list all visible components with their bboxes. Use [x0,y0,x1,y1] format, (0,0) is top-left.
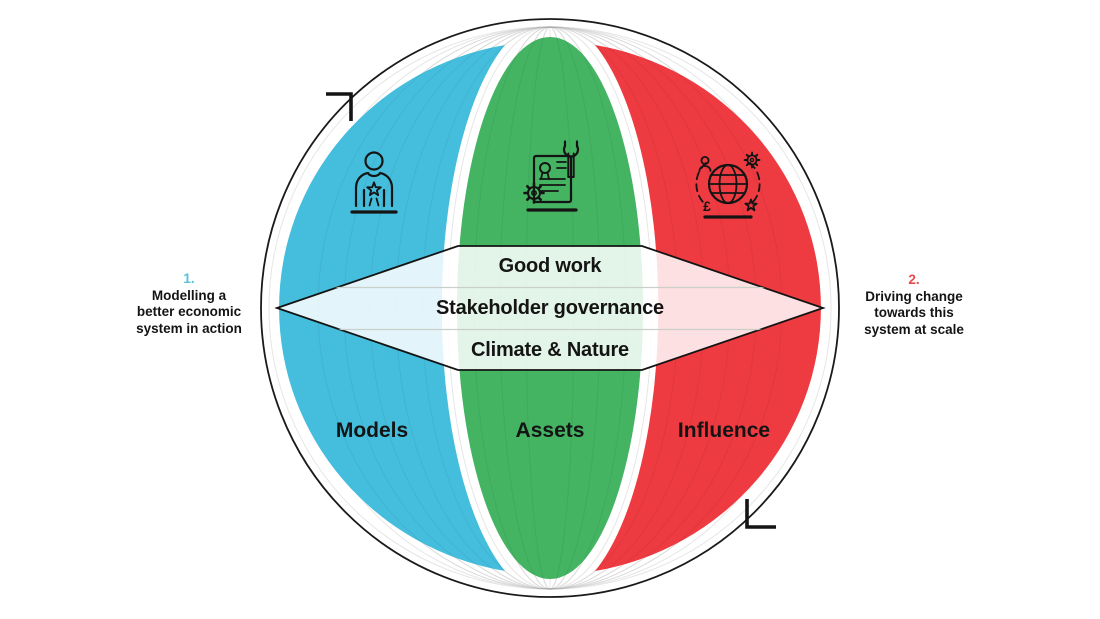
annotation-step-1-number: 1. [183,271,195,286]
ribbon-row-good-work: Good work [498,255,602,277]
ribbon-row-stakeholder-governance: Stakeholder governance [436,297,664,319]
pound-symbol-icon: £ [703,198,711,214]
certificate-tools-icon [523,140,580,212]
annotation-step-2-number: 2. [908,272,920,287]
segment-label-models: Models [335,419,409,442]
globe-network-icon: £ [695,151,761,219]
ribbon-row-climate-nature: Climate & Nature [471,339,629,361]
annotation-step-2-line: system at scale [864,321,964,337]
segment-label-assets: Assets [515,419,585,442]
annotation-step-1-line: Modelling a [151,287,227,303]
annotation-step-1: 1. Modelling a better economic system in… [117,271,261,337]
cycle-arrow-bottom-right-icon [745,499,776,529]
ribbon [274,245,826,371]
annotation-step-1-line: better economic [136,304,242,319]
cycle-arrow-top-left-icon [326,92,353,121]
person-award-icon [350,151,398,214]
segment-label-influence: Influence [677,419,771,442]
annotation-step-2: 2. Driving change towards this system at… [842,272,986,338]
annotation-step-2-line: towards this [874,305,954,320]
ribbon-dividers [277,286,823,331]
annotation-step-1-line: system in action [136,320,242,336]
annotation-step-2-line: Driving change [865,288,963,304]
